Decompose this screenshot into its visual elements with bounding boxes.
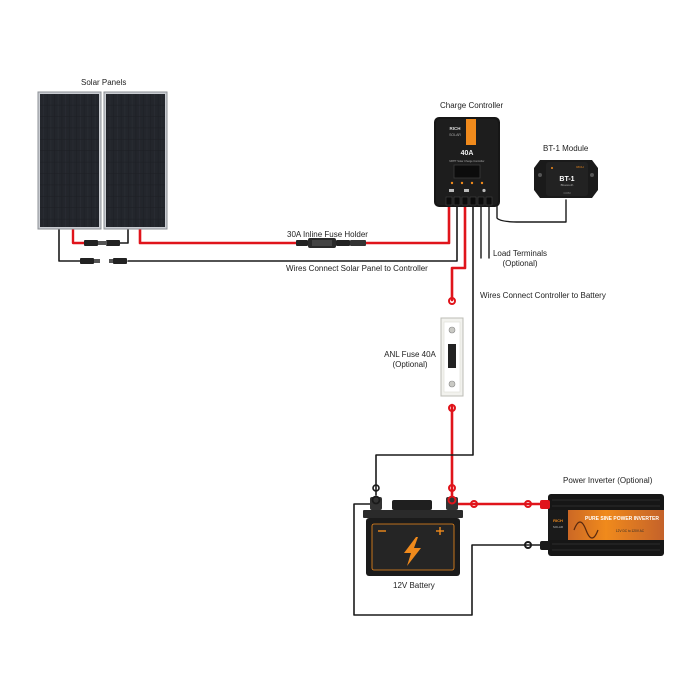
mc4-connector [84,240,104,246]
fuse-ring-terminals [448,297,456,412]
label-anl-fuse-line2: (Optional) [392,360,428,369]
bt1-cable [496,199,567,223]
label-solar-panels: Solar Panels [81,78,127,87]
controller-leds [450,181,484,185]
panel-link-negative-a [58,227,81,262]
label-wires-solar: Wires Connect Solar Panel to Controller [286,264,428,273]
inverter-brand-bottom: SOLAR [553,525,564,529]
mc4-connectors [80,240,127,264]
mc4-connector [80,258,100,264]
panel-link-positive-wire [71,226,88,245]
label-load-terminals: Load Terminals (Optional) [490,249,550,269]
inverter-spec: 12V DC to 120V AC [616,529,645,533]
mc4-connector [109,258,127,264]
label-wires-battery: Wires Connect Controller to Battery [480,291,606,300]
controller-terminal-icons [449,188,486,193]
label-anl-fuse: ANL Fuse 40A (Optional) [380,350,440,370]
controller-lcd [453,164,481,179]
label-charge-controller: Charge Controller [440,101,504,110]
label-anl-fuse-line1: ANL Fuse 40A [384,350,436,359]
bt1-port: COM [564,191,572,195]
charge-controller: RICH SOLAR 40A MPPT Solar Charge Control… [434,117,500,207]
inverter-negative-wire [353,503,549,616]
label-bt1-module: BT-1 Module [543,144,589,153]
controller-orange-bar [466,119,476,145]
label-load-terminals-line1: Load Terminals [492,249,548,258]
battery-negative-wire [375,205,474,496]
controller-rating: 40A [461,150,474,157]
inline-fuse-holder [296,238,366,248]
bt1-title: BT-1 [559,176,574,183]
sine-wave-icon [573,521,599,539]
battery-12v [363,484,463,576]
power-inverter: RICH SOLAR PURE SINE POWER INVERTER 12V … [540,494,664,556]
bt1-subtitle: Bluetooth [561,183,574,187]
lightning-bolt-icon [404,537,421,566]
mc4-connector [103,240,120,246]
solar-negative-wire [127,205,458,262]
label-power-inverter: Power Inverter (Optional) [563,476,653,485]
anl-fuse-icon [440,317,464,397]
inverter-model: PURE SINE POWER INVERTER [585,516,659,522]
label-battery: 12V Battery [393,581,435,590]
controller-terminals [445,196,493,206]
solar-panel-right [103,91,168,230]
battery-positive-wire-upper [450,204,467,302]
controller-brand-bottom: SOLAR [449,133,461,137]
solar-positive-wire [138,226,299,245]
bt1-brand: RICH [576,165,583,169]
bt1-module: BT-1 Bluetooth COM RICH [534,160,598,198]
inverter-terminals [540,500,550,550]
controller-brand-top: RICH [450,126,461,131]
inverter-brand-top: RICH [553,518,563,523]
solar-panel-left [37,91,102,230]
solar-positive-wire-controller [363,204,451,245]
panel-link-negative-b [119,227,129,244]
label-load-terminals-line2: (Optional) [502,259,538,268]
inverter-ring-terminals [470,500,532,549]
label-inline-fuse: 30A Inline Fuse Holder [287,230,368,239]
controller-model: MPPT Solar Charge Controller [449,159,484,163]
